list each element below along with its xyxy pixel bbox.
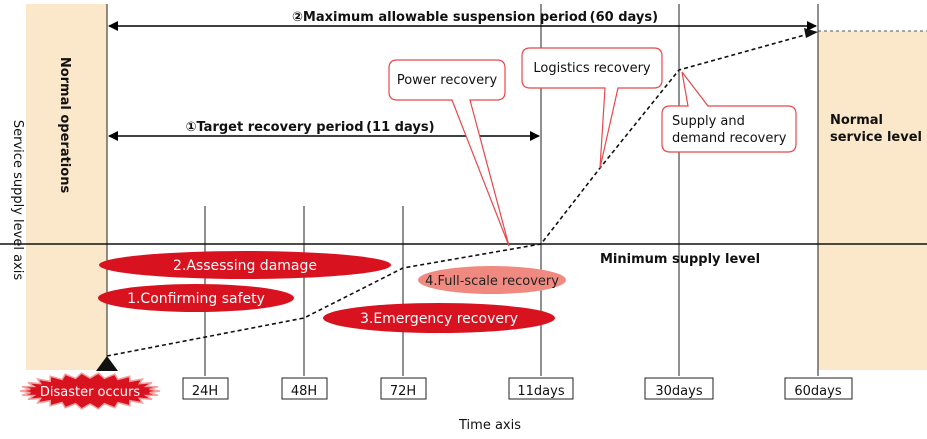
phase-assessing: 2.Assessing damage — [99, 251, 391, 279]
phase-assessing-label: 2.Assessing damage — [173, 258, 317, 274]
time-ticks: 24H 48H 72H 11days 30days 60days — [182, 377, 853, 400]
phase-safety-label: 1.Confirming safety — [127, 291, 265, 307]
tick-72h: 72H — [390, 384, 416, 399]
maximum-period-label: ②Maximum allowable suspension period (60… — [292, 10, 658, 25]
supply-demand-text: Supply and demand recovery — [672, 114, 787, 146]
target-period-label: ①Target recovery period (11 days) — [185, 120, 434, 135]
normal-operations-band — [26, 4, 107, 370]
tick-30days: 30days — [655, 384, 702, 399]
minimum-supply-label: Minimum supply level — [600, 252, 760, 267]
recovery-curve — [106, 32, 813, 357]
disaster-marker — [96, 356, 118, 371]
power-recovery-text: Power recovery — [397, 73, 498, 88]
x-axis-label: Time axis — [458, 418, 521, 433]
normal-operations-label: Normal operations — [57, 57, 72, 194]
phase-emergency-label: 3.Emergency recovery — [360, 311, 518, 327]
phase-emergency: 3.Emergency recovery — [323, 303, 555, 333]
tick-48h: 48H — [291, 384, 317, 399]
disaster-occurs-badge: Disaster occurs — [19, 372, 161, 410]
y-axis-label: Service supply level axis — [10, 120, 25, 280]
tick-11days: 11days — [517, 384, 564, 399]
phase-safety: 1.Confirming safety — [98, 284, 294, 312]
phase-fullscale: 4.Full-scale recovery — [418, 266, 566, 294]
disaster-occurs-label: Disaster occurs — [40, 385, 141, 400]
supply-demand-callout: Supply and demand recovery — [661, 71, 797, 153]
phase-fullscale-label: 4.Full-scale recovery — [425, 274, 559, 289]
logistics-recovery-callout: Logistics recovery — [521, 47, 663, 169]
normal-service-level-label: Normal service level — [830, 113, 922, 145]
normal-service-band — [818, 31, 927, 370]
tick-24h: 24H — [192, 384, 218, 399]
tick-60days: 60days — [794, 384, 841, 399]
logistics-recovery-text: Logistics recovery — [533, 61, 651, 76]
power-recovery-callout: Power recovery — [388, 59, 510, 247]
